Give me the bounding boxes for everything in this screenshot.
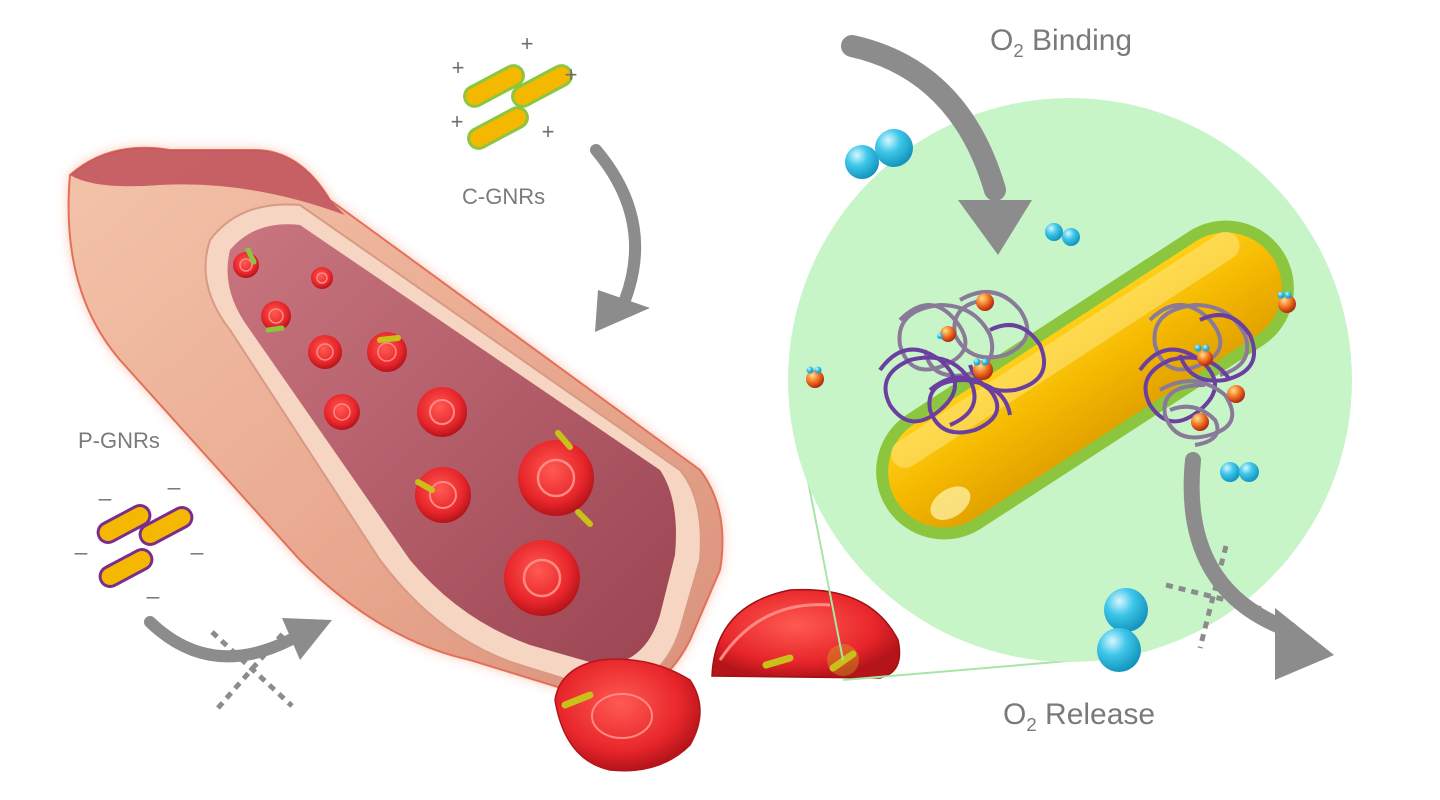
negative-charge: _ [98,476,112,501]
rbc-cell [367,332,407,372]
gold-nanorod-large [876,220,1294,540]
positive-charge: + [452,55,465,80]
o2-binding-label-o: O [990,24,1014,57]
o2-binding-label-text: Binding [1023,24,1133,57]
rbc-cell [504,540,580,616]
arrow-p-gnr-blocked [144,616,332,663]
p-gnr-rod [96,504,152,544]
heme-sphere [1227,385,1245,403]
p-gnr-rod [98,548,154,588]
gold-nanorod [377,335,401,343]
gold-nanorod [245,247,257,265]
rbc-cell [324,394,360,430]
rbc-cell [518,440,594,516]
vessel-top-shade [70,147,345,215]
positive-charge: + [542,119,555,144]
gold-nanorod [575,509,593,527]
heme-sphere [940,326,956,342]
blocked-cross-icon [210,628,294,710]
rbc-cell [415,467,471,523]
heme-sphere [806,370,824,388]
positive-charge: + [565,62,578,87]
heme-sphere [1278,295,1296,313]
rbc-cell [311,267,333,289]
rbc-cell [308,335,342,369]
rbc-cell [417,387,467,437]
arrow-c-gnr-entry [590,144,650,332]
bound-oxygen [806,291,1292,374]
polymer-coil-left [878,290,1046,435]
rbc-outside-2 [711,588,901,679]
rbc-outside-1 [554,658,701,772]
polymer-coil-right [1138,302,1256,447]
c-gnrs-label: C-GNRs [462,184,546,209]
c-gnr-rod [511,64,573,108]
gold-nanorod [829,650,857,672]
zoom-line [842,659,1081,681]
gold-nanorod [415,479,435,493]
c-gnr-rod [467,106,529,150]
blood-vessel [67,146,724,702]
p-gnrs-label: P-GNRs [78,428,160,453]
arrow-o2-release [1183,452,1334,680]
p-gnr-group: _ _ _ _ _ [74,465,204,599]
o2-release-label-o: O [1003,698,1027,731]
oxygen-molecule-released [1097,588,1148,672]
positive-charge: + [451,109,464,134]
o2-release-label: O2 Release [1003,698,1156,735]
heme-sphere [976,293,994,311]
o2-binding-label-sub: 2 [1013,39,1024,61]
gold-nanorod [561,691,594,709]
blocked-cross-icon [1165,545,1267,649]
zoom-view [788,98,1352,672]
arrow-o2-binding [841,35,1032,255]
oxygen-molecule [1045,223,1080,246]
o2-release-label-text: Release [1036,698,1156,731]
rbc-cell [261,301,291,331]
p-gnr-rod [138,506,194,546]
c-gnr-group: + + + + + [451,31,578,150]
rbc-cell [233,252,259,278]
heme-sphere [1197,350,1213,366]
oxygen-molecule [845,129,913,179]
o2-release-label-sub: 2 [1026,713,1037,735]
rbc-group-vessel [233,247,594,616]
oxygen-molecule [1220,462,1259,482]
negative-charge: _ [146,574,160,599]
o2-binding-label: O2 Binding [990,24,1133,61]
gold-nanorod [265,325,285,333]
c-gnr-rod [463,64,525,108]
heme-sphere [1191,413,1209,431]
negative-charge: _ [74,530,88,555]
gold-nanorod [762,654,794,669]
negative-charge: _ [167,465,181,490]
gold-nanorod [555,430,573,450]
negative-charge: _ [190,530,204,555]
positive-charge: + [521,31,534,56]
